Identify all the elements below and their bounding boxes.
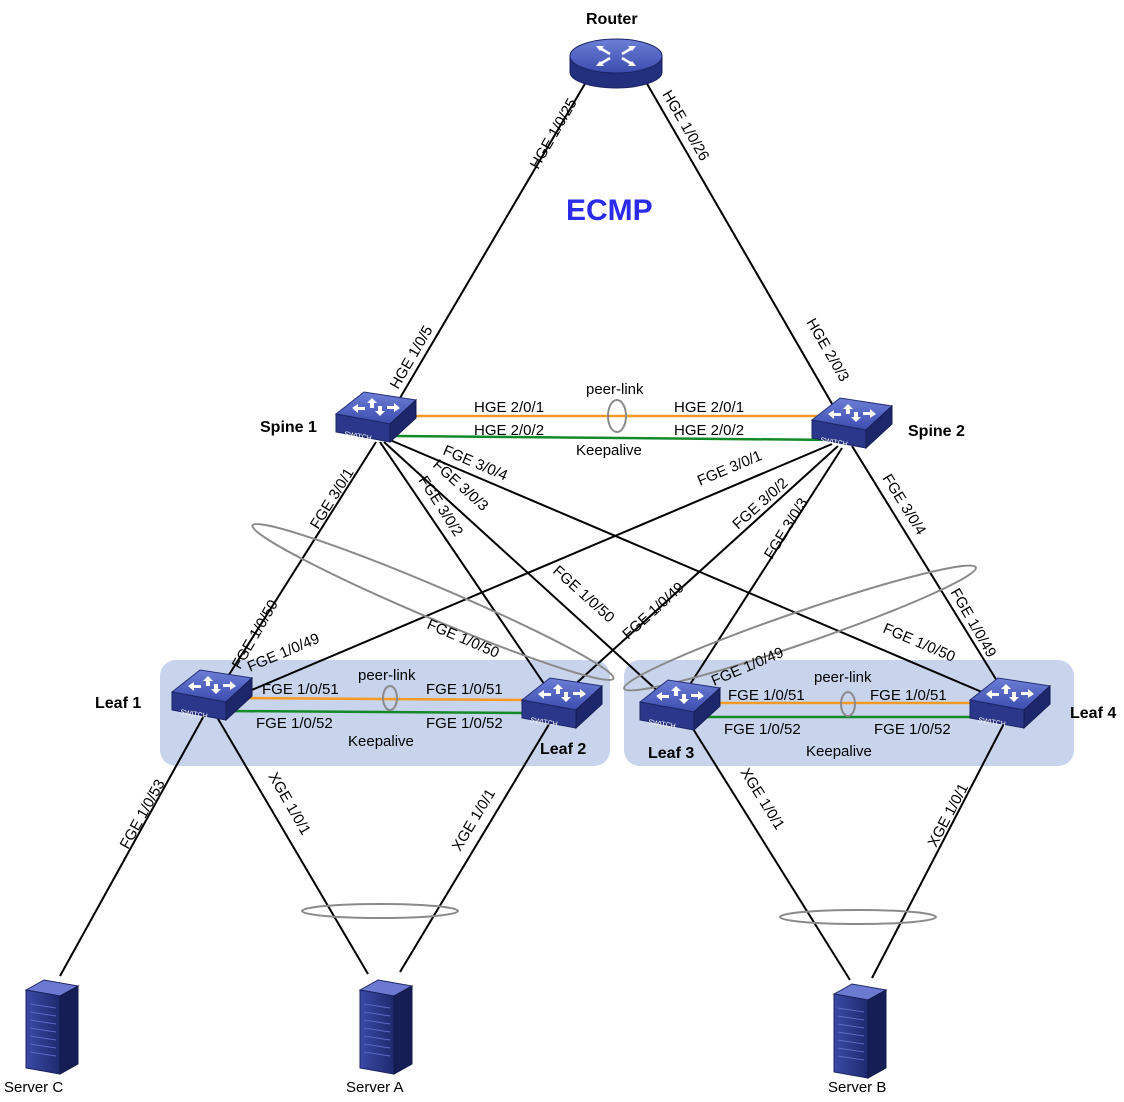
- link-leaf4-serverb: [871, 711, 1011, 979]
- switch-tag: SWITCH: [530, 717, 558, 728]
- leaf2-label: Leaf 2: [540, 741, 586, 758]
- link-leaf2-servera: [399, 705, 561, 973]
- leaf-right-peer-ring: [840, 691, 856, 717]
- serverb-aggregation-ring: [779, 909, 937, 925]
- leaf3-uplink-s1-port-label: FGE 1/0/50: [549, 562, 617, 626]
- leaf-group-right-bg: [624, 660, 1074, 766]
- link-router-spine2: [645, 81, 847, 429]
- leaf2-uplink-s1-port-label: FGE 1/0/50: [424, 616, 501, 662]
- leaf1-keepalive-port-label: FGE 1/0/52: [256, 715, 333, 732]
- serverc-label: Server C: [4, 1079, 63, 1096]
- link-leaf3-serverb: [679, 707, 851, 981]
- router-icon[interactable]: [569, 38, 663, 89]
- router-left-port-label: HGE 1/0/25: [527, 96, 581, 172]
- spine1-peer-port-label: HGE 2/0/1: [474, 399, 544, 416]
- leaf2-keepalive-port-label: FGE 1/0/52: [426, 715, 503, 732]
- serverb-label: Server B: [828, 1079, 886, 1096]
- leaf1-serverc-port-label: FGE 1/0/53: [117, 777, 169, 852]
- servera-aggregation-ring: [301, 903, 459, 919]
- leaf4-peer-port-label: FGE 1/0/51: [870, 687, 947, 704]
- leaf-left-peer-link-label: peer-link: [358, 667, 416, 684]
- link-spine2-leaf3: [679, 447, 843, 701]
- switch-tag: SWITCH: [820, 437, 848, 448]
- spine1-keepalive-port-label: HGE 2/0/2: [474, 422, 544, 439]
- spine2-leaf1-port-label: FGE 3/0/1: [695, 447, 765, 489]
- switch-tag: SWITCH: [648, 719, 676, 730]
- switch-tag: SWITCH: [180, 709, 208, 720]
- spine1-label: Spine 1: [260, 419, 317, 436]
- link-router-spine1: [379, 81, 587, 433]
- spine2-label: Spine 2: [908, 423, 965, 440]
- leaf-left-peer-link: [231, 696, 529, 702]
- link-spine1-leaf1: [207, 441, 377, 709]
- leaf1-label: Leaf 1: [95, 695, 141, 712]
- leaf-left-keepalive-link: [225, 709, 527, 715]
- spine-peer-link-label: peer-link: [586, 381, 644, 398]
- spine-keepalive-link: [395, 434, 839, 442]
- link-spine2-leaf1: [213, 443, 833, 707]
- spine2-keepalive-port-label: HGE 2/0/2: [674, 422, 744, 439]
- leaf4-label: Leaf 4: [1070, 705, 1116, 722]
- leaf3-label: Leaf 3: [648, 745, 694, 762]
- leaf-right-uplink-ring: [623, 564, 977, 692]
- servera-icon[interactable]: [359, 979, 413, 1075]
- spine-peer-ring: [607, 399, 627, 433]
- router-right-port-label: HGE 1/0/26: [659, 88, 713, 164]
- leaf4-uplink-s1-port-label: FGE 1/0/50: [880, 620, 957, 666]
- leaf3-serverb-port-label: XGE 1/0/1: [737, 765, 788, 833]
- link-leaf1-servera: [213, 711, 369, 975]
- spine2-uplink-port-label: HGE 2/0/3: [803, 316, 853, 385]
- switch-tag: SWITCH: [978, 717, 1006, 728]
- leaf1-peer-port-label: FGE 1/0/51: [262, 681, 339, 698]
- spine2-peer-port-label: HGE 2/0/1: [674, 399, 744, 416]
- leaf3-peer-port-label: FGE 1/0/51: [728, 687, 805, 704]
- leaf2-peer-port-label: FGE 1/0/51: [426, 681, 503, 698]
- serverc-icon[interactable]: [25, 979, 79, 1075]
- router-label: Router: [586, 11, 638, 28]
- spine2-leaf4-port-label: FGE 3/0/4: [879, 471, 930, 538]
- spine1-leaf1-port-label: FGE 3/0/1: [307, 465, 358, 532]
- leaf3-keepalive-port-label: FGE 1/0/52: [724, 721, 801, 738]
- link-spine2-leaf4: [851, 445, 1011, 703]
- leaf-right-peer-link-label: peer-link: [814, 669, 872, 686]
- spine1-uplink-port-label: HGE 1/0/5: [387, 323, 437, 392]
- leaf-left-uplink-ring: [251, 523, 615, 681]
- serverb-icon[interactable]: [833, 983, 887, 1079]
- spine-keepalive-label: Keepalive: [576, 442, 642, 459]
- ecmp-title: ECMP: [566, 194, 653, 227]
- leaf-left-peer-ring: [382, 685, 398, 711]
- link-spine2-leaf2: [559, 445, 839, 699]
- link-leaf1-serverc: [59, 711, 207, 977]
- leaf1-servera-port-label: XGE 1/0/1: [265, 770, 314, 838]
- leaf-right-keepalive-label: Keepalive: [806, 743, 872, 760]
- leaf4-keepalive-port-label: FGE 1/0/52: [874, 721, 951, 738]
- leaf-left-keepalive-label: Keepalive: [348, 733, 414, 750]
- servera-label: Server A: [346, 1079, 404, 1096]
- switch-tag: SWITCH: [344, 431, 372, 442]
- leaf2-uplink-s2-port-label: FGE 1/0/49: [619, 579, 687, 643]
- leaf4-serverb-port-label: XGE 1/0/1: [925, 781, 973, 850]
